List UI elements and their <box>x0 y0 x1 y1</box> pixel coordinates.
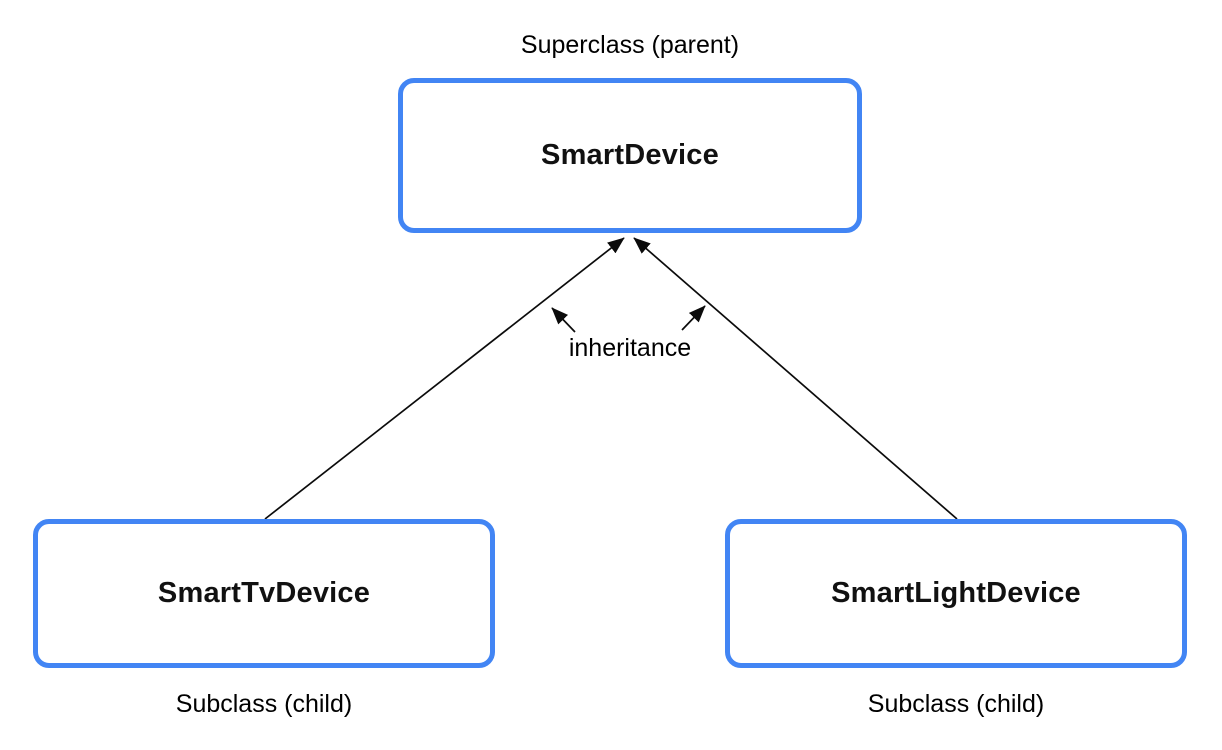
subclass-light-caption: Subclass (child) <box>867 690 1045 718</box>
subclass-box-smartlightdevice: SmartLightDevice <box>725 519 1187 668</box>
inheritance-label: inheritance <box>568 334 692 362</box>
inheritance-line-right <box>633 237 958 520</box>
subclass-box-smarttvdevice: SmartTvDevice <box>33 519 495 668</box>
subclass-tv-caption: Subclass (child) <box>175 690 353 718</box>
superclass-box-smartdevice: SmartDevice <box>398 78 862 233</box>
inheritance-callout-arrow-right <box>681 305 706 331</box>
inheritance-line-left <box>264 237 625 520</box>
subclass-light-name-label: SmartLightDevice <box>831 577 1081 609</box>
superclass-caption: Superclass (parent) <box>520 31 740 59</box>
superclass-name-label: SmartDevice <box>541 139 719 171</box>
subclass-tv-name-label: SmartTvDevice <box>157 577 371 609</box>
inheritance-callout-arrow-left <box>551 307 576 333</box>
